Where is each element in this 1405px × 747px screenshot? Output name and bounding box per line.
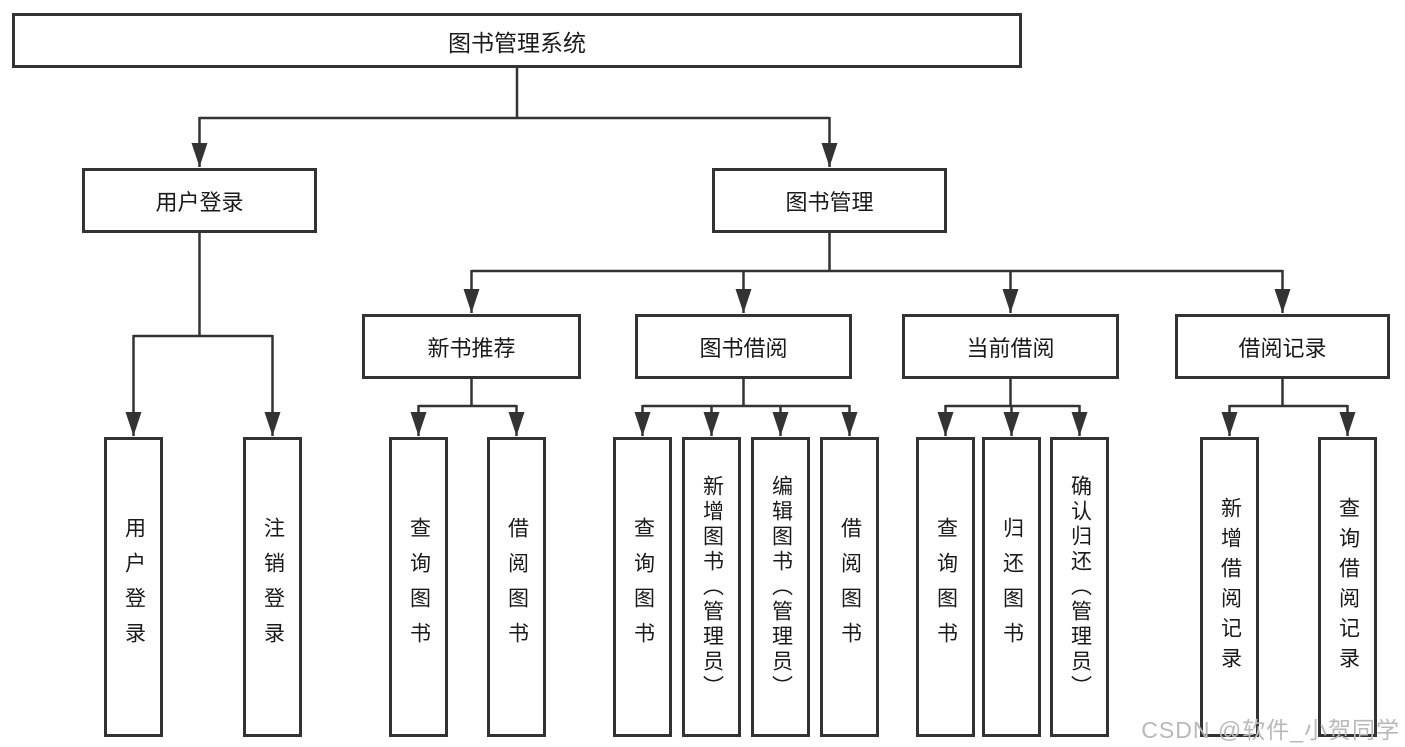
leaf-add-books-admin: 新增图书（管理员） — [682, 437, 741, 737]
node-borrow-records-label: 借阅记录 — [1238, 335, 1327, 361]
connector-root-bus — [199, 68, 830, 120]
leaf-query-books-1-label: 查询图书 — [407, 517, 431, 657]
leaf-query-books-1: 查询图书 — [389, 437, 448, 737]
connector-book-borrow-bus — [642, 379, 850, 408]
leaf-return-books: 归还图书 — [982, 437, 1041, 737]
leaf-add-borrow-record-label: 新增借阅记录 — [1218, 497, 1242, 677]
node-user-login-label: 用户登录 — [155, 189, 244, 215]
connector-current-borrow-bus — [945, 379, 1080, 408]
connector-user-login-bus — [133, 233, 273, 338]
node-book-management-label: 图书管理 — [785, 189, 874, 215]
node-new-book-recommend: 新书推荐 — [362, 314, 581, 379]
node-root-label: 图书管理系统 — [448, 29, 586, 56]
node-borrow-records: 借阅记录 — [1175, 314, 1390, 379]
leaf-query-books-2: 查询图书 — [613, 437, 672, 737]
connector-borrow-records-bus — [1229, 379, 1348, 408]
leaf-add-books-admin-label: 新增图书（管理员） — [700, 474, 724, 700]
leaf-edit-books-admin: 编辑图书（管理员） — [751, 437, 810, 737]
leaf-return-books-label: 归还图书 — [1000, 517, 1024, 657]
node-book-borrow-label: 图书借阅 — [699, 335, 788, 361]
connector-book-mgmt-bus — [471, 233, 1283, 273]
leaf-logout-label: 注销登录 — [261, 517, 285, 657]
leaf-user-login: 用户登录 — [104, 437, 163, 737]
leaf-user-login-label: 用户登录 — [122, 517, 146, 657]
node-new-book-recommend-label: 新书推荐 — [427, 335, 516, 361]
leaf-query-books-2-label: 查询图书 — [631, 517, 655, 657]
leaf-query-borrow-record-label: 查询借阅记录 — [1336, 497, 1360, 677]
node-book-management: 图书管理 — [712, 168, 947, 233]
node-root-system: 图书管理系统 — [12, 13, 1022, 68]
leaf-borrow-books-2: 借阅图书 — [820, 437, 879, 737]
node-book-borrow: 图书借阅 — [635, 314, 852, 379]
leaf-borrow-books-1-label: 借阅图书 — [505, 517, 529, 657]
leaf-confirm-return-admin-label: 确认归还（管理员） — [1068, 474, 1092, 700]
leaf-query-books-3-label: 查询图书 — [934, 517, 958, 657]
leaf-edit-books-admin-label: 编辑图书（管理员） — [769, 474, 793, 700]
leaf-add-borrow-record: 新增借阅记录 — [1200, 437, 1259, 737]
connector-new-book-rec-bus — [418, 379, 517, 408]
node-current-borrow-label: 当前借阅 — [966, 335, 1055, 361]
csdn-watermark: CSDN @软件_小贺同学 — [1141, 717, 1400, 743]
node-current-borrow: 当前借阅 — [902, 314, 1119, 379]
leaf-logout: 注销登录 — [243, 437, 302, 737]
leaf-confirm-return-admin: 确认归还（管理员） — [1050, 437, 1109, 737]
leaf-borrow-books-1: 借阅图书 — [487, 437, 546, 737]
leaf-borrow-books-2-label: 借阅图书 — [838, 517, 862, 657]
leaf-query-borrow-record: 查询借阅记录 — [1318, 437, 1377, 737]
leaf-query-books-3: 查询图书 — [916, 437, 975, 737]
node-user-login: 用户登录 — [82, 168, 317, 233]
